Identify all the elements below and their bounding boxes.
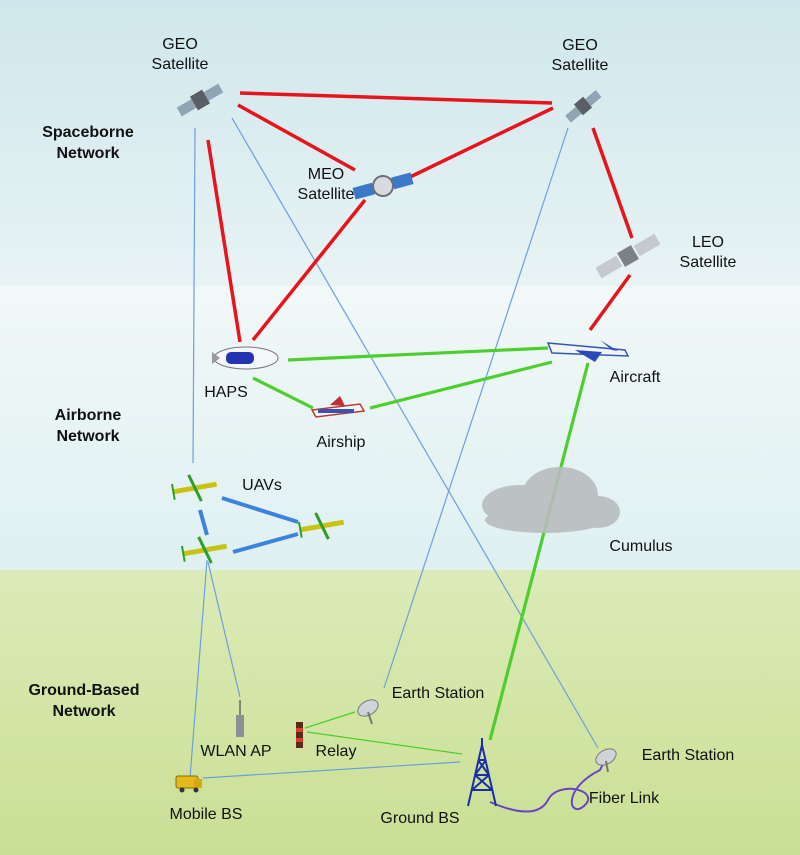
- uav-icon-2: [297, 512, 345, 540]
- label-cumulus: Cumulus: [609, 538, 673, 555]
- label-geo-satellite-right: GEO Satellite: [540, 36, 620, 76]
- section-label-line: Airborne: [54, 407, 122, 424]
- fiber-link-cable: [489, 759, 606, 813]
- aircraft-icon: [546, 340, 630, 362]
- thin-links: [189, 117, 599, 779]
- ground-bs-tower-icon: [467, 738, 497, 807]
- uav-links: [198, 496, 299, 554]
- link-uav3-uav2: [232, 532, 299, 554]
- link-airship-aircraft: [369, 360, 553, 410]
- link-uav-mobile-bs: [189, 559, 208, 779]
- label-meo-satellite: MEO Satellite: [286, 165, 366, 205]
- spaceborne-band: [0, 0, 800, 286]
- airborne-band: [0, 286, 800, 570]
- link-mobile-bs-ground-bs: [202, 761, 461, 779]
- label-line: Satellite: [679, 254, 737, 271]
- label-line: MEO: [307, 166, 345, 183]
- link-leo-aircraft: [588, 273, 632, 332]
- link-haps-aircraft: [287, 346, 549, 362]
- link-geo-right-meo: [407, 106, 554, 180]
- label-aircraft: Aircraft: [609, 369, 661, 386]
- label-line: Satellite: [551, 57, 609, 74]
- link-meo-haps: [251, 198, 367, 342]
- label-line: Satellite: [151, 56, 209, 73]
- link-geo-left-uav: [192, 127, 196, 464]
- link-geo-left-earth-station-2: [231, 117, 599, 749]
- relay-links: [304, 711, 463, 755]
- label-geo-satellite-left: GEO Satellite: [140, 35, 220, 75]
- section-label-airborne: Airborne Network: [28, 405, 148, 447]
- label-ground-bs: Ground BS: [380, 810, 460, 827]
- label-line: LEO: [691, 234, 724, 251]
- haps-icon: [212, 346, 279, 370]
- satellite-icon-meo: [352, 172, 414, 200]
- dish-icon-earth-station-1: [357, 699, 379, 725]
- label-earth-station-2: Earth Station: [641, 747, 735, 764]
- label-airship: Airship: [316, 434, 366, 451]
- link-uav1-uav2: [221, 496, 299, 524]
- link-aircraft-ground-bs: [488, 362, 590, 741]
- section-label-spaceborne: Spaceborne Network: [28, 122, 148, 164]
- uav-icon-1: [170, 474, 218, 502]
- section-label-ground: Ground-Based Network: [14, 680, 154, 722]
- label-fiber-link: Fiber Link: [588, 790, 660, 807]
- link-geo-right-leo: [591, 127, 634, 239]
- section-label-line: Network: [56, 428, 120, 445]
- wlan-ap-icon: [236, 700, 244, 737]
- label-line: Satellite: [297, 186, 355, 203]
- section-label-line: Network: [56, 145, 120, 162]
- label-relay: Relay: [315, 743, 357, 760]
- airship-icon: [310, 396, 366, 418]
- label-line: GEO: [562, 37, 598, 54]
- section-label-line: Ground-Based: [28, 682, 140, 699]
- cloud-icon: [482, 467, 620, 533]
- airborne-links: [252, 346, 590, 741]
- spaceborne-links: [206, 91, 634, 343]
- mobile-bs-icon: [175, 775, 202, 793]
- label-leo-satellite: LEO Satellite: [668, 233, 748, 273]
- label-haps: HAPS: [204, 384, 248, 401]
- link-geo-geo: [239, 91, 553, 105]
- section-label-line: Network: [52, 703, 116, 720]
- satellite-icon-leo: [595, 233, 661, 279]
- link-uav-wlan-ap: [207, 561, 241, 698]
- satellite-icon-geo-right: [565, 90, 602, 123]
- label-earth-station-1: Earth Station: [391, 685, 485, 702]
- section-label-line: Spaceborne: [42, 124, 134, 141]
- link-relay-ground-bs: [306, 731, 463, 755]
- label-line: GEO: [162, 36, 198, 53]
- link-geo-left-meo: [237, 103, 356, 172]
- relay-tower-icon: [296, 722, 303, 748]
- dish-icon-earth-station-2: [595, 748, 617, 773]
- label-wlan-ap: WLAN AP: [200, 743, 272, 760]
- link-relay-earth-station-1: [304, 711, 356, 729]
- satellite-icon-geo-left: [176, 83, 224, 117]
- link-haps-airship: [252, 376, 314, 410]
- uav-icon-3: [180, 536, 228, 564]
- link-geo-right-earth-station-1: [383, 127, 569, 689]
- label-mobile-bs: Mobile BS: [169, 806, 243, 823]
- link-uav1-uav3: [198, 509, 209, 536]
- label-uavs: UAVs: [242, 477, 282, 494]
- link-geo-left-haps: [206, 139, 242, 343]
- ground-band: [0, 570, 800, 855]
